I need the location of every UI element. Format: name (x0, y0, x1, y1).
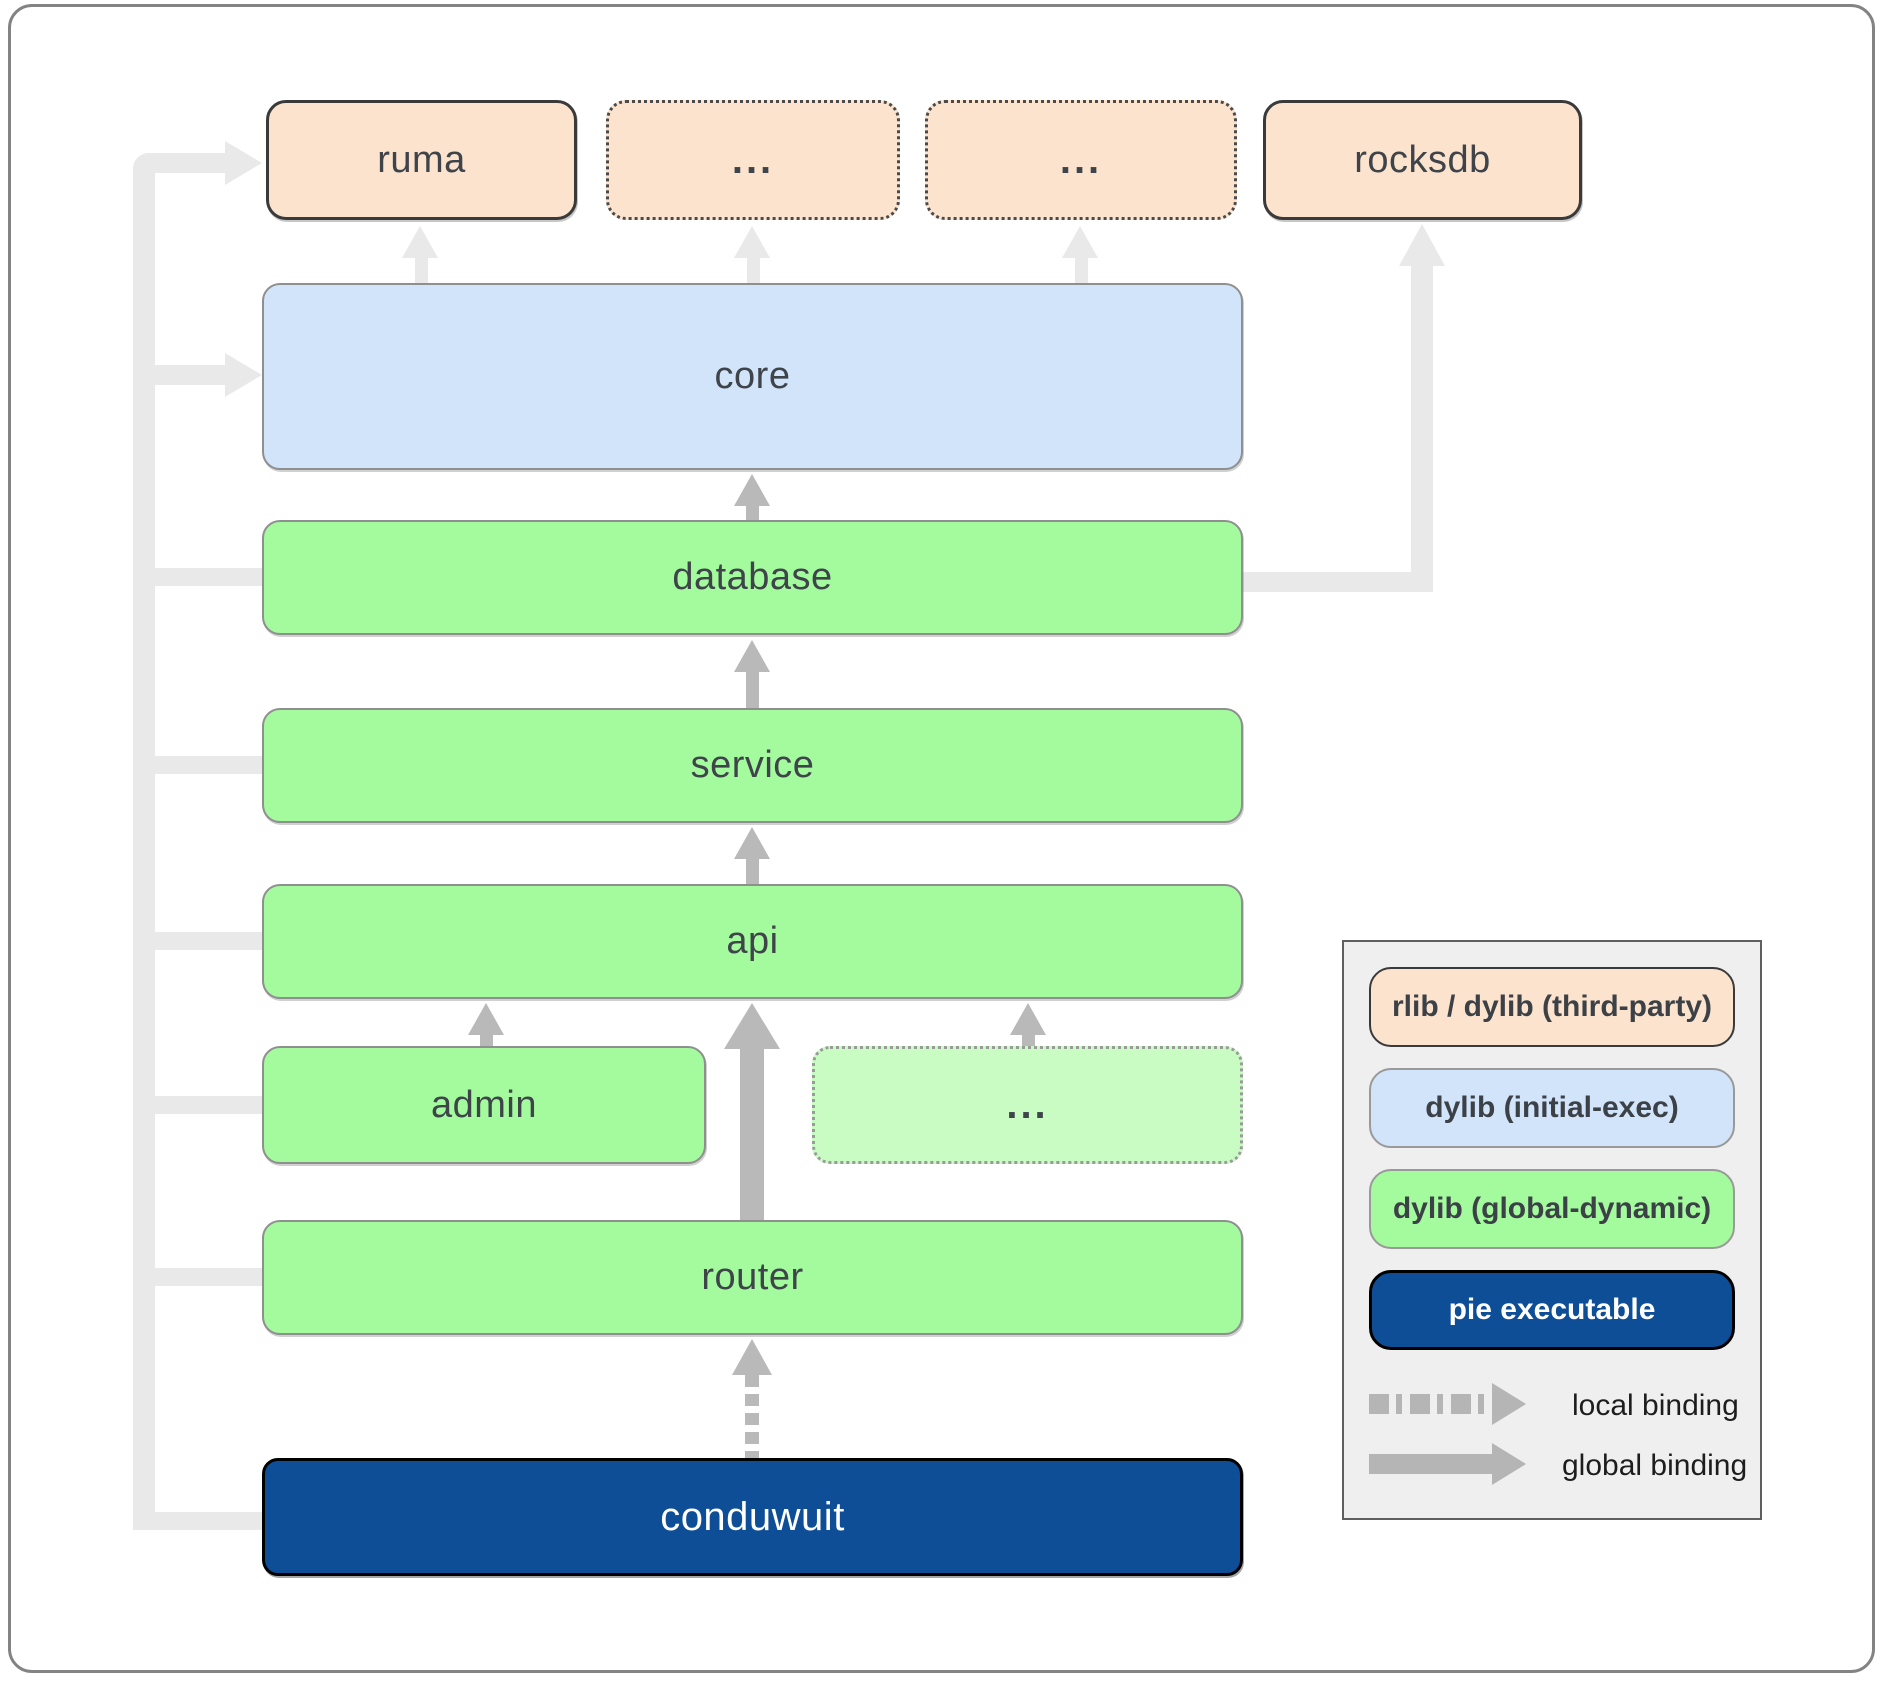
node-ellipsis-top-1: ... (606, 100, 900, 220)
global-binding-arrowhead-icon (1492, 1443, 1526, 1485)
node-ruma-label: ruma (377, 138, 466, 181)
node-ellipsis-top-1-label: ... (731, 137, 775, 182)
node-service: service (262, 708, 1243, 823)
arrowhead-to-rocksdb (1399, 224, 1445, 266)
arrow-core-to-ruma (415, 256, 428, 285)
legend-global-binding-label: global binding (1562, 1449, 1748, 1482)
arrowhead-database-to-core (734, 474, 770, 506)
local-binding-arrowhead-icon (1492, 1383, 1526, 1425)
node-ellipsis-top-2-label: ... (1059, 137, 1103, 182)
connector-stub-admin (140, 1096, 262, 1114)
legend-item-pie-executable-label: pie executable (1448, 1293, 1656, 1326)
node-service-label: service (690, 744, 815, 786)
connector-left-trunk (133, 153, 155, 1530)
legend-item-third-party-label: rlib / dylib (third-party) (1392, 990, 1712, 1023)
legend-item-initial-exec-label: dylib (initial-exec) (1425, 1091, 1679, 1124)
arrowhead-core-to-ellipsis-2 (1062, 226, 1098, 258)
arrowhead-to-ruma (225, 141, 262, 185)
node-conduwuit: conduwuit (262, 1458, 1243, 1576)
legend-item-global-dynamic: dylib (global-dynamic) (1369, 1169, 1735, 1249)
legend-item-pie-executable: pie executable (1369, 1270, 1735, 1350)
arrowhead-to-core (225, 353, 262, 397)
arrowhead-admin-to-api (468, 1003, 504, 1035)
arrow-service-to-database (746, 670, 759, 708)
connector-bottom-to-conduwuit (133, 1512, 262, 1530)
arrowhead-service-to-database (734, 640, 770, 672)
node-ellipsis-services-label: ... (1006, 1082, 1049, 1127)
arrowhead-conduwuit-to-router (732, 1339, 772, 1375)
legend-item-global-dynamic-label: dylib (global-dynamic) (1392, 1192, 1712, 1225)
arrow-ellipsis-to-api (1022, 1033, 1035, 1046)
node-router: router (262, 1220, 1243, 1335)
legend-local-binding-label: local binding (1572, 1389, 1739, 1422)
node-core: core (262, 283, 1243, 470)
node-admin: admin (262, 1046, 706, 1164)
arrow-core-to-ellipsis-2 (1075, 256, 1088, 285)
arrow-api-to-service (746, 857, 759, 884)
connector-stub-service (140, 756, 262, 774)
legend-item-third-party: rlib / dylib (third-party) (1369, 967, 1735, 1047)
arrowhead-core-to-ruma (402, 226, 438, 258)
node-ruma: ruma (266, 100, 577, 220)
connector-stub-core (133, 365, 225, 385)
arrow-database-to-core (746, 504, 759, 520)
arrow-admin-to-api (480, 1033, 493, 1046)
arrowhead-core-to-ellipsis-1 (734, 226, 770, 258)
node-ellipsis-services: ... (812, 1046, 1243, 1164)
legend: rlib / dylib (third-party) dylib (initia… (1342, 940, 1762, 1520)
node-conduwuit-label: conduwuit (660, 1494, 845, 1539)
arrow-core-to-ellipsis-1 (747, 256, 760, 285)
node-api-label: api (726, 920, 779, 962)
connector-stub-router (140, 1268, 262, 1286)
arrowhead-api-to-service (734, 827, 770, 859)
node-database: database (262, 520, 1243, 635)
node-rocksdb: rocksdb (1263, 100, 1582, 220)
node-router-label: router (701, 1256, 804, 1298)
node-api: api (262, 884, 1243, 999)
node-database-label: database (672, 556, 833, 598)
arrow-router-to-api (740, 1047, 764, 1220)
legend-item-initial-exec: dylib (initial-exec) (1369, 1068, 1735, 1148)
node-rocksdb-label: rocksdb (1354, 138, 1491, 181)
arrowhead-ellipsis-to-api (1010, 1003, 1046, 1035)
global-binding-arrow-icon (1369, 1454, 1492, 1474)
local-binding-arrow-icon (1369, 1394, 1492, 1414)
arrowhead-router-to-api (724, 1003, 780, 1049)
connector-stub-database (140, 568, 262, 586)
node-ellipsis-top-2: ... (925, 100, 1237, 220)
connector-stub-ruma (133, 153, 225, 173)
connector-stub-api (140, 932, 262, 950)
arrow-conduwuit-to-router-dashed (745, 1375, 759, 1458)
connector-database-rocksdb-vertical (1411, 262, 1433, 592)
connector-database-rocksdb-horizontal (1243, 572, 1433, 592)
node-admin-label: admin (431, 1083, 537, 1126)
node-core-label: core (714, 355, 791, 397)
